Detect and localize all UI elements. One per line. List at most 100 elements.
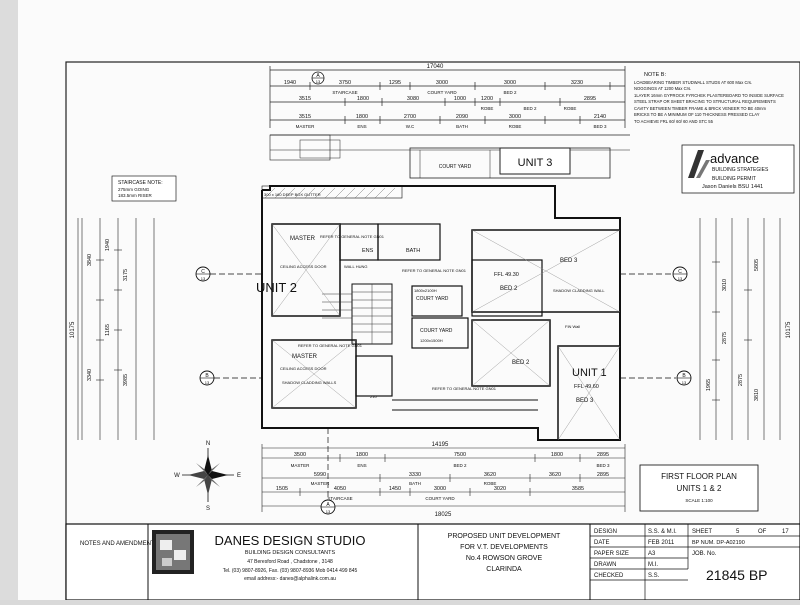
bottom-dim-row2-labels: MASTER BATH ROBE (311, 481, 497, 486)
field-value: S.S. (648, 573, 660, 579)
ffl-label: FFL 49.60 (574, 384, 599, 390)
section-a-top-marker: A 13 (311, 71, 325, 85)
top-dim-row3-labels: MASTER ENS W.C BATH ROBE BED 3 (296, 124, 607, 129)
section-sheet: 13 (682, 380, 687, 385)
overall-height-dim-right: 10175 (786, 321, 792, 338)
unit2-label: UNIT 2 (256, 280, 297, 295)
room-dim-label: STAIRCASE (327, 496, 352, 501)
dim-label: 1505 (276, 486, 288, 492)
studio-phone: Tel. (03) 9807-8926, Fax. (03) 9807-8936… (223, 568, 358, 574)
dim-label: 3000 (434, 486, 446, 492)
compass-e: E (237, 473, 241, 479)
room-label: BED 3 (560, 258, 578, 264)
room-label: BED 3 (576, 398, 594, 404)
field-value: M.I. (648, 562, 658, 568)
section-b-marker-upper: C 13 (195, 266, 262, 282)
dim-label: 1165 (105, 324, 111, 336)
dim-label: 7500 (454, 452, 466, 458)
notes-label: NOTES AND AMENDMENTS (80, 541, 159, 547)
section-b-marker-left: B 13 (199, 370, 262, 386)
stamp-brand: advance (710, 151, 759, 166)
dim-label: 3585 (572, 486, 584, 492)
room-dim-label: BED 2 (523, 106, 537, 111)
room-dim-label: ROBE (564, 106, 577, 111)
bottom-dim-row1: 3500 1800 7500 1800 2895 (294, 452, 609, 458)
bottom-dim-row3-labels: STAIRCASE COURT YARD (327, 496, 455, 501)
room-dim-label: ROBE (509, 124, 522, 129)
dim-label: 5805 (754, 259, 760, 271)
title-block-fields: DESIGN S.S. & M.I. DATE FEB 2011 PAPER S… (594, 529, 789, 579)
room-dim-label: BED 2 (503, 90, 517, 95)
dim-label: 1940 (105, 239, 111, 251)
section-label: B (682, 373, 686, 379)
stamp-surveyor: Jason Daniels BSU 1441 (702, 184, 763, 190)
bottom-dim-row1-labels: MASTER ENS BED 2 BED 3 (291, 463, 610, 468)
plan-note: WALL HUNG (344, 264, 367, 269)
dim-label: 3080 (407, 96, 419, 102)
room-label: MASTER (292, 354, 318, 360)
field-label: SHEET (692, 529, 712, 535)
room-dim-label: STAIRCASE (332, 90, 357, 95)
section-a-bottom-marker: A 13 (320, 428, 336, 515)
room-label: MASTER (290, 236, 316, 242)
plan-title: FIRST FLOOR PLAN (661, 472, 737, 481)
plan-note: SHADOW CLADDING WALL (553, 288, 605, 293)
room-dim-label: COURT YARD (425, 496, 455, 501)
room-label: COURT YARD (420, 328, 453, 334)
room-dim-label: COURT YARD (427, 90, 457, 95)
note-b-line: BRICKS TO BE A MINIMUM OF 110 THICKNESS … (634, 112, 760, 117)
compass-s: S (206, 506, 210, 512)
dim-label: 2895 (584, 96, 596, 102)
plan-notes: CEILING ACCESS DOOR CEILING ACCESS DOOR … (264, 192, 605, 399)
room-label: BED 2 (512, 360, 530, 366)
studio-name: DANES DESIGN STUDIO (215, 533, 366, 548)
unit3-strip (269, 134, 630, 179)
staircase-note: STAIRCASE NOTE: 275mm GOING 183.5mm RISE… (111, 175, 177, 202)
plan-note: CEILING ACCESS DOOR (280, 366, 327, 371)
left-dim-labels: 3840 1940 3175 3340 1165 3985 (87, 239, 129, 386)
stamp-sub: BUILDING STRATEGIES (712, 167, 769, 173)
section-sheet: 13 (326, 509, 331, 514)
plan-note: 300 x 160 DEEP BOX GUTTER (264, 192, 321, 197)
top-dim-row2: 3515 1800 3080 1000 1200 2895 (299, 96, 596, 102)
room-dim-label: MASTER (291, 463, 311, 468)
dim-label: 3175 (123, 269, 129, 281)
dim-label: 1800 (356, 452, 368, 458)
dim-label: 3620 (484, 472, 496, 478)
field-label: DRAWN (594, 562, 616, 568)
plan-note: 210 (370, 394, 377, 399)
dim-label: 5990 (314, 472, 326, 478)
room-dim-label: MASTER (311, 481, 331, 486)
wall-hatching (264, 187, 396, 199)
dim-label: 3000 (504, 80, 516, 86)
section-label: A (326, 502, 330, 508)
dim-label: 2700 (404, 114, 416, 120)
section-label: A (316, 73, 320, 79)
plan-note: REFER TO GENERAL NOTE GN01 (320, 234, 385, 239)
studio-address: 47 Beresford Road , Chadstone , 3148 (247, 559, 333, 565)
dim-label: 3000 (509, 114, 521, 120)
section-sheet: 13 (201, 276, 206, 281)
note-b-line: STEEL STRAP OR SHEET BRACING TO STRUCTUR… (634, 99, 776, 104)
dim-label: 3750 (339, 80, 351, 86)
dim-label: 1295 (389, 80, 401, 86)
plan-note: CEILING ACCESS DOOR (280, 264, 327, 269)
room-dim-label: ENS (357, 463, 366, 468)
overall-width-dim-bottom: 18025 (435, 512, 452, 518)
room-label: ENS (362, 248, 374, 254)
plan-scale: SCALE 1:100 (685, 498, 713, 503)
overall-width-dim: 17040 (427, 64, 444, 70)
room-label: BED 2 (500, 286, 518, 292)
bottom-dimensions (261, 444, 626, 512)
stair-treads (322, 284, 392, 344)
room-dim-label: BED 3 (596, 463, 610, 468)
field-label: CHECKED (594, 573, 624, 579)
room-dim-label: MASTER (296, 124, 316, 129)
studio-email: email address:- danes@alphalink.com.au (244, 576, 336, 582)
plan-note: REFER TO GENERAL NOTE GN01 (298, 343, 363, 348)
project-line: PROPOSED UNIT DEVELOPMENT (448, 533, 561, 540)
field-value: 5 (736, 529, 740, 535)
dim-label: 3810 (754, 389, 760, 401)
